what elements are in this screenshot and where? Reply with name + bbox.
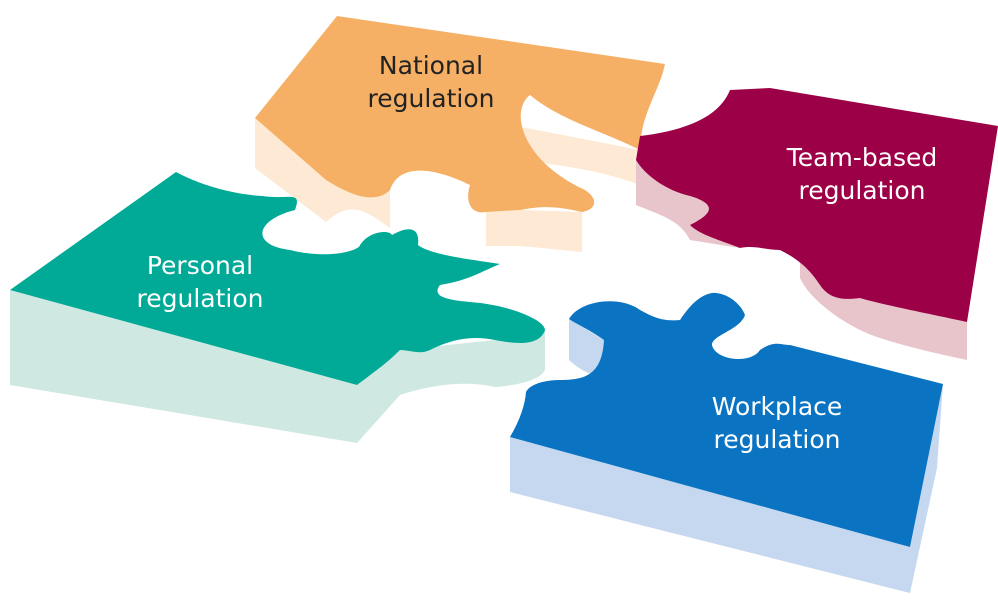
personal-label-line1: Personal: [146, 251, 254, 280]
team-label: Team-based regulation: [787, 141, 938, 207]
team-piece-top: [636, 88, 998, 322]
workplace-label-line2: regulation: [713, 425, 841, 454]
personal-label: Personal regulation: [137, 249, 264, 315]
workplace-label-line1: Workplace: [711, 392, 843, 421]
workplace-piece-top: [510, 292, 943, 547]
team-label-line2: regulation: [798, 176, 926, 205]
national-piece-top: [255, 16, 665, 213]
workplace-label: Workplace regulation: [712, 390, 843, 456]
personal-piece: [10, 172, 545, 443]
national-label-line1: National: [378, 51, 484, 80]
national-label-line2: regulation: [367, 84, 495, 113]
workplace-piece: [510, 292, 943, 593]
workplace-piece-side: [510, 319, 943, 593]
national-piece-side: [255, 118, 640, 252]
personal-piece-top: [10, 172, 545, 385]
personal-piece-side: [10, 290, 545, 443]
team-label-line1: Team-based: [786, 143, 938, 172]
national-piece: [255, 16, 665, 252]
personal-label-line2: regulation: [136, 284, 264, 313]
national-label: National regulation: [368, 49, 495, 115]
team-piece: [636, 88, 998, 360]
